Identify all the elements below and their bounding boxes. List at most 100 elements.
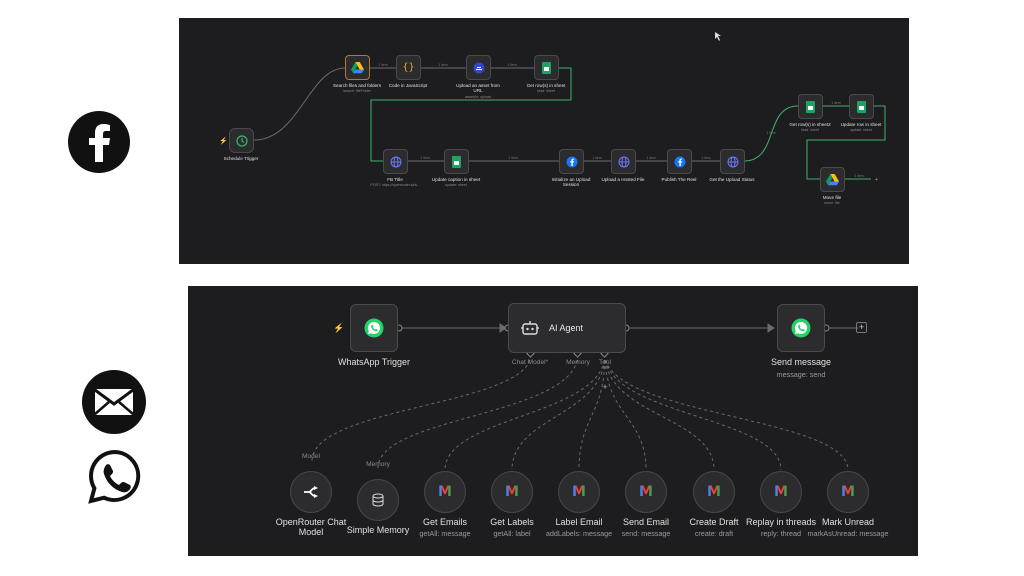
node-label: FB Title	[387, 177, 403, 182]
tool-label: Mark Unread	[821, 517, 875, 527]
workflow-canvas-gmail-agent[interactable]: ⚡ WhatsApp Trigger AI Agent Chat Model* …	[188, 286, 918, 556]
whatsapp-logo-icon	[86, 448, 144, 506]
edge-label: 1 item	[438, 63, 448, 67]
node-label: Upload a Hosted File	[601, 177, 645, 182]
node-openrouter-chat-model[interactable]	[290, 471, 332, 513]
node-ai-agent[interactable]: AI Agent	[508, 303, 626, 353]
node-subtitle: move: file	[824, 201, 840, 205]
node-simple-memory[interactable]	[357, 479, 399, 521]
gmail-icon: M	[505, 484, 519, 500]
edge-label: 1 item	[854, 174, 864, 178]
node-label: Send message	[770, 357, 832, 367]
edge-label: 1 item	[378, 63, 388, 67]
facebook-icon	[674, 156, 685, 167]
database-icon	[372, 493, 384, 507]
email-logo-icon	[81, 369, 147, 435]
tool-label: Get Labels	[490, 517, 534, 527]
node-label: Search files and folders	[332, 83, 382, 88]
node-label: Initialize an Upload Session	[551, 177, 591, 187]
node-label-email[interactable]: M	[558, 471, 600, 513]
tool-subtitle: markAsUnread: message	[807, 529, 889, 538]
node-get-rows-2[interactable]	[798, 94, 823, 119]
node-update-caption[interactable]	[444, 149, 469, 174]
node-fb-title[interactable]	[383, 149, 408, 174]
gmail-icon: M	[438, 484, 452, 500]
node-replay-in-threads[interactable]: M	[760, 471, 802, 513]
edge-label: 1 item	[592, 156, 602, 160]
node-label: Upload an asset from URL	[456, 83, 500, 93]
whatsapp-icon	[791, 318, 811, 338]
node-upload-hosted[interactable]	[611, 149, 636, 174]
tool-subtitle: send: message	[621, 529, 671, 538]
node-subtitle: read: sheet	[801, 128, 819, 132]
node-label: Update caption in sheet	[431, 177, 481, 182]
node-get-upload-status[interactable]	[720, 149, 745, 174]
node-subtitle: update: sheet	[850, 128, 872, 132]
node-move-file[interactable]	[820, 167, 845, 192]
upload-cloud-icon	[473, 62, 484, 73]
node-get-rows[interactable]	[534, 55, 559, 80]
facebook-icon	[566, 156, 577, 167]
globe-icon	[727, 156, 738, 167]
node-label: Schedule Trigger	[223, 156, 259, 161]
port-chat-model: Chat Model*	[511, 359, 549, 366]
tool-label: Get Emails	[422, 517, 468, 527]
node-init-upload[interactable]	[559, 149, 584, 174]
node-whatsapp-trigger[interactable]	[350, 304, 398, 352]
node-subtitle: search: fileFolder	[343, 89, 371, 93]
gmail-icon: M	[774, 484, 788, 500]
add-node-button[interactable]: +	[856, 322, 867, 333]
port-tool: Tool	[598, 359, 612, 366]
facebook-logo-icon	[67, 110, 131, 174]
node-upload-asset[interactable]	[466, 55, 491, 80]
gmail-icon: M	[841, 484, 855, 500]
tool-label: Send Email	[622, 517, 670, 527]
edge-label: 1 item	[701, 156, 711, 160]
node-label: WhatsApp Trigger	[337, 357, 411, 367]
workflow-canvas-facebook[interactable]: + ⚡ 1 item 1 item 1 item 1 item 1 item 1…	[179, 18, 909, 264]
sheets-icon	[806, 100, 815, 113]
svg-text:⚡: ⚡	[219, 136, 228, 145]
node-get-emails[interactable]: M	[424, 471, 466, 513]
whatsapp-icon	[364, 318, 384, 338]
tool-subtitle: getAll: label	[493, 529, 531, 538]
tool-label: Replay in threads	[745, 517, 817, 527]
node-label: Get row(s) in sheet2	[789, 122, 831, 127]
tool-subtitle: create: draft	[694, 529, 734, 538]
svg-text:+: +	[875, 177, 878, 183]
edge-label: 1 item	[766, 131, 776, 135]
node-publish-reel[interactable]	[667, 149, 692, 174]
robot-icon	[521, 321, 539, 335]
tool-subtitle: getAll: message	[419, 529, 471, 538]
node-get-labels[interactable]: M	[491, 471, 533, 513]
code-braces-icon: {}	[402, 62, 415, 73]
node-search-files[interactable]	[345, 55, 370, 80]
node-mark-unread[interactable]: M	[827, 471, 869, 513]
svg-text:⚡: ⚡	[333, 322, 344, 334]
edge-label: 1 item	[420, 156, 430, 160]
node-schedule-trigger[interactable]	[229, 128, 254, 153]
openrouter-icon	[304, 486, 318, 498]
edge-label: 1 item	[831, 101, 841, 105]
node-send-email[interactable]: M	[625, 471, 667, 513]
mouse-cursor-icon	[715, 32, 721, 41]
workflow-connections: + ⚡	[219, 32, 886, 183]
node-send-message[interactable]	[777, 304, 825, 352]
clock-icon	[235, 134, 248, 147]
port-memory: Memory	[566, 359, 590, 366]
node-label: Publish The Reel	[661, 177, 697, 182]
add-tool-button[interactable]: +	[602, 382, 608, 392]
node-label: Move file	[822, 195, 842, 200]
node-create-draft[interactable]: M	[693, 471, 735, 513]
tool-subtitle: addLabels: message	[545, 529, 613, 538]
sheets-icon	[857, 100, 866, 113]
sheets-icon	[542, 61, 551, 74]
edge-label: 1 item	[646, 156, 656, 160]
sheets-icon	[452, 155, 461, 168]
tool-subtitle: reply: thread	[761, 529, 801, 538]
node-update-row[interactable]	[849, 94, 874, 119]
tool-label: Label Email	[555, 517, 603, 527]
port-memory-in: Memory	[366, 461, 390, 468]
node-label: Update row in sheet	[840, 122, 882, 127]
node-code-javascript[interactable]: {}	[396, 55, 421, 80]
